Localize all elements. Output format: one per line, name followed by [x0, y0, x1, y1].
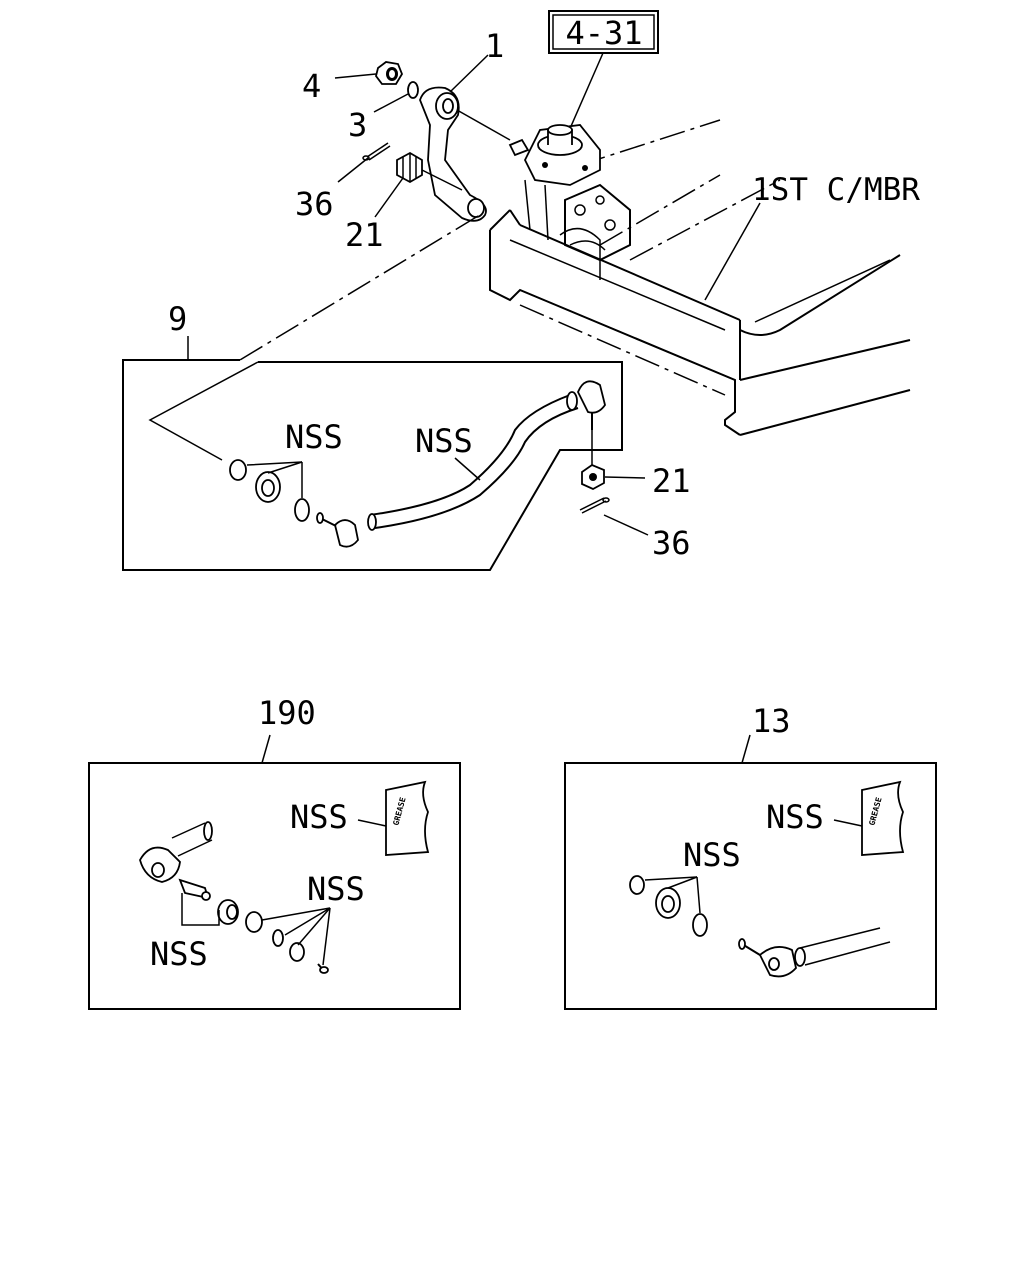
- grease-tag-190: GREASE: [385, 780, 430, 856]
- callout-4: 4: [302, 67, 321, 105]
- drag-link: [316, 380, 606, 548]
- callout-190: 190: [258, 694, 316, 732]
- callout-1: 1: [485, 27, 504, 65]
- box-190: 190 GREASE NSS NSS: [88, 694, 461, 1010]
- grease-tag-13: GREASE: [861, 780, 905, 856]
- castle-nut-21-top: [396, 151, 463, 191]
- callout-36-right: 36: [652, 524, 691, 562]
- callout-13: 13: [752, 702, 791, 740]
- box-9: [122, 336, 623, 571]
- label-1st-cmbr: 1ST C/MBR: [752, 172, 920, 208]
- nss-left: NSS: [285, 418, 343, 456]
- callout-9: 9: [168, 300, 187, 338]
- nss-13-grease: NSS: [766, 798, 824, 836]
- seal-parts-9: [229, 459, 310, 522]
- ref-box-label: 4-31: [565, 14, 642, 52]
- ref-box-4-31: 4-31: [548, 10, 659, 54]
- cotter-pin-36-right: [579, 497, 610, 514]
- idler-arm: [419, 86, 511, 222]
- callout-21-top: 21: [345, 216, 384, 254]
- callout-36-top: 36: [295, 185, 334, 223]
- nss-190-low: NSS: [150, 935, 208, 973]
- nss-13-mid: NSS: [683, 836, 741, 874]
- washer-3: [407, 81, 419, 99]
- nss-rod: NSS: [415, 422, 473, 460]
- seal-parts-13: [629, 875, 708, 937]
- cotter-pin-36-top: [362, 142, 391, 161]
- nss-190-grease: NSS: [290, 798, 348, 836]
- callout-21-right: 21: [652, 462, 691, 500]
- nss-190-mid: NSS: [307, 870, 365, 908]
- top-assembly: 4-31 1ST C/MBR: [122, 10, 920, 571]
- nut-4: [375, 61, 404, 85]
- idler-bracket: [508, 124, 601, 241]
- seal-parts-190: [217, 899, 329, 974]
- tie-rod-end-13: [738, 927, 891, 978]
- callout-3: 3: [348, 106, 367, 144]
- cross-member-frame: [489, 119, 911, 436]
- rod-end-190: [139, 821, 213, 901]
- box-13: 13 GREASE NSS NSS: [564, 702, 937, 1010]
- castle-nut-21-right: [581, 463, 605, 491]
